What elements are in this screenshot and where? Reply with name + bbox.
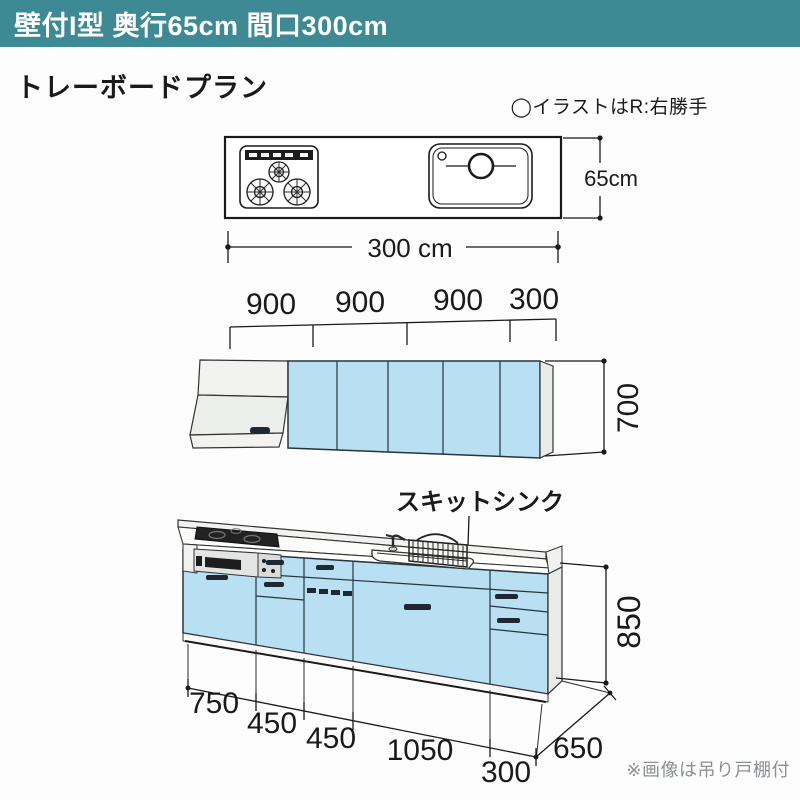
base-depth-dimension: 650 (535, 680, 617, 765)
drawer-gap (489, 605, 549, 613)
toe-kick-shadow (184, 640, 547, 703)
cooktop-plan-icon (239, 145, 319, 209)
plan-depth-dimension: 65cm (563, 135, 638, 221)
grill-door (205, 557, 241, 570)
dish-rack (408, 533, 468, 568)
faucet-icon (385, 534, 406, 552)
hood-handle (250, 427, 270, 434)
dim-wall-900-1: 900 (246, 288, 296, 321)
dim-base-300: 300 (481, 756, 531, 789)
base-height-dimension: 850 (555, 562, 647, 686)
sink-leader-line (467, 515, 470, 547)
dim-base-1050: 1050 (387, 734, 454, 767)
toe-kick (182, 632, 549, 703)
base-units-elevation: スキットシンク (177, 489, 647, 789)
wall-units-elevation: 900 900 900 300 700 (189, 283, 645, 459)
header-bar: 壁付I型 奥行65cm 間口300cm (0, 0, 800, 47)
cooktop-burners (194, 526, 280, 548)
plan-view: 65cm 300 cm (223, 135, 638, 263)
base-handles (206, 560, 520, 623)
plan-width-dimension: 300 cm (225, 231, 561, 263)
dim-wall-height-700: 700 (612, 383, 645, 433)
dim-wall-900-2: 900 (335, 286, 385, 319)
orientation-note: ◯イラストはR:右勝手 (510, 97, 708, 118)
dim-depth-65cm: 65cm (584, 166, 638, 191)
wall-cabinet-doors (287, 360, 554, 459)
stove-front-panel (182, 543, 282, 579)
dim-base-450-1: 450 (247, 707, 297, 740)
drawer-gap (489, 628, 549, 636)
drawer-gap (255, 595, 305, 601)
dim-wall-900-3: 900 (433, 284, 483, 317)
sink-callout-label: スキットシンク (396, 489, 564, 516)
page-title: トレーボードプラン (16, 73, 268, 103)
base-side-panel (547, 566, 563, 696)
range-hood (189, 359, 289, 449)
dim-base-750: 750 (189, 687, 239, 720)
sink-plan-icon (428, 143, 533, 209)
base-width-dimensions: 750 450 450 1050 300 (185, 644, 543, 789)
wall-height-dimension: 700 (544, 358, 645, 457)
wall-cabinet-side-panel (539, 360, 554, 459)
dim-width-300cm: 300 cm (367, 233, 452, 263)
footer-note: ※画像は吊り戸棚付 (626, 760, 790, 780)
tray-board-rail (255, 573, 549, 594)
dim-wall-300: 300 (509, 283, 559, 316)
dim-base-depth-650: 650 (553, 732, 603, 765)
header-title: 壁付I型 奥行65cm 間口300cm (14, 11, 389, 41)
dim-base-height-850: 850 (611, 595, 647, 648)
wall-width-dimension: 900 900 900 300 (229, 283, 559, 349)
dim-base-450-2: 450 (306, 722, 356, 755)
